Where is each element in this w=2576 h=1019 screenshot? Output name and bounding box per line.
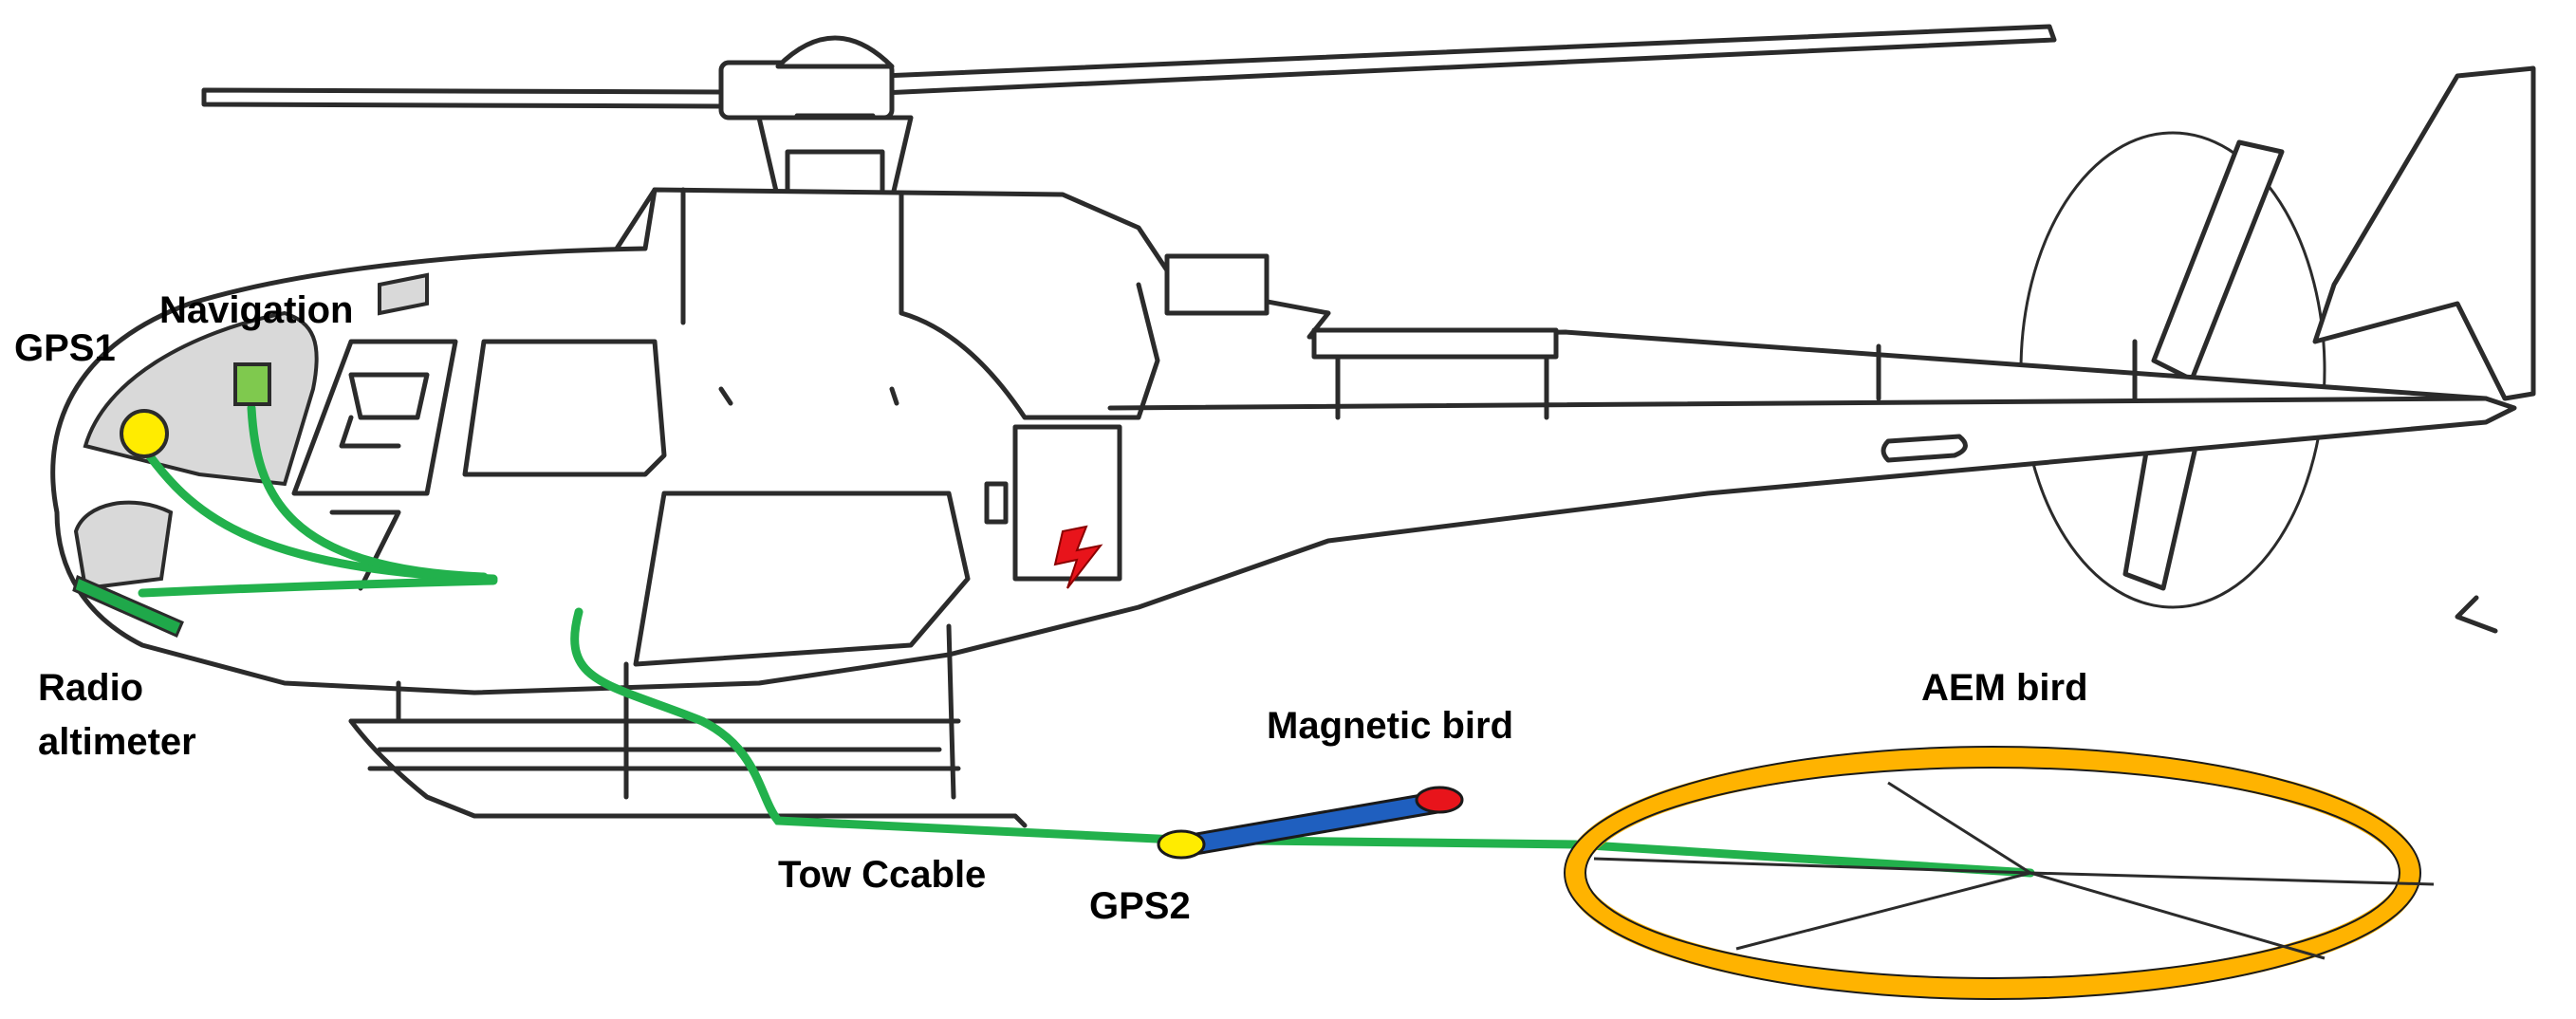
gps1-marker bbox=[120, 409, 169, 458]
tow-cable bbox=[570, 607, 2035, 878]
gps2-marker bbox=[1157, 829, 1206, 860]
label-radio: Radio bbox=[38, 667, 143, 709]
magnetic-bird bbox=[1157, 786, 1464, 860]
main-rotor bbox=[201, 24, 2057, 202]
tail-assembly bbox=[2019, 65, 2536, 634]
aem-bird bbox=[1564, 746, 2435, 1000]
landing-skids bbox=[348, 623, 1028, 828]
lightning-bolt-icon bbox=[1053, 525, 1103, 589]
radio-altimeter-marker bbox=[72, 574, 184, 638]
label-aem-bird: AEM bird bbox=[1921, 667, 2088, 709]
label-gps1: GPS1 bbox=[14, 327, 116, 369]
upper-window bbox=[378, 272, 429, 316]
label-magnetic-bird: Magnetic bird bbox=[1267, 705, 1513, 747]
sensor-cables bbox=[138, 403, 2035, 878]
navigation-marker bbox=[233, 362, 271, 406]
mag-bird-tip bbox=[1415, 786, 1464, 814]
label-altimeter: altimeter bbox=[38, 721, 196, 763]
lower-window bbox=[73, 500, 174, 591]
label-gps2: GPS2 bbox=[1089, 885, 1191, 927]
label-tow-cable: Tow Ccable bbox=[778, 854, 986, 896]
label-navigation: Navigation bbox=[159, 289, 353, 331]
rear-window bbox=[462, 339, 667, 477]
helicopter-fuselage bbox=[50, 187, 2517, 695]
